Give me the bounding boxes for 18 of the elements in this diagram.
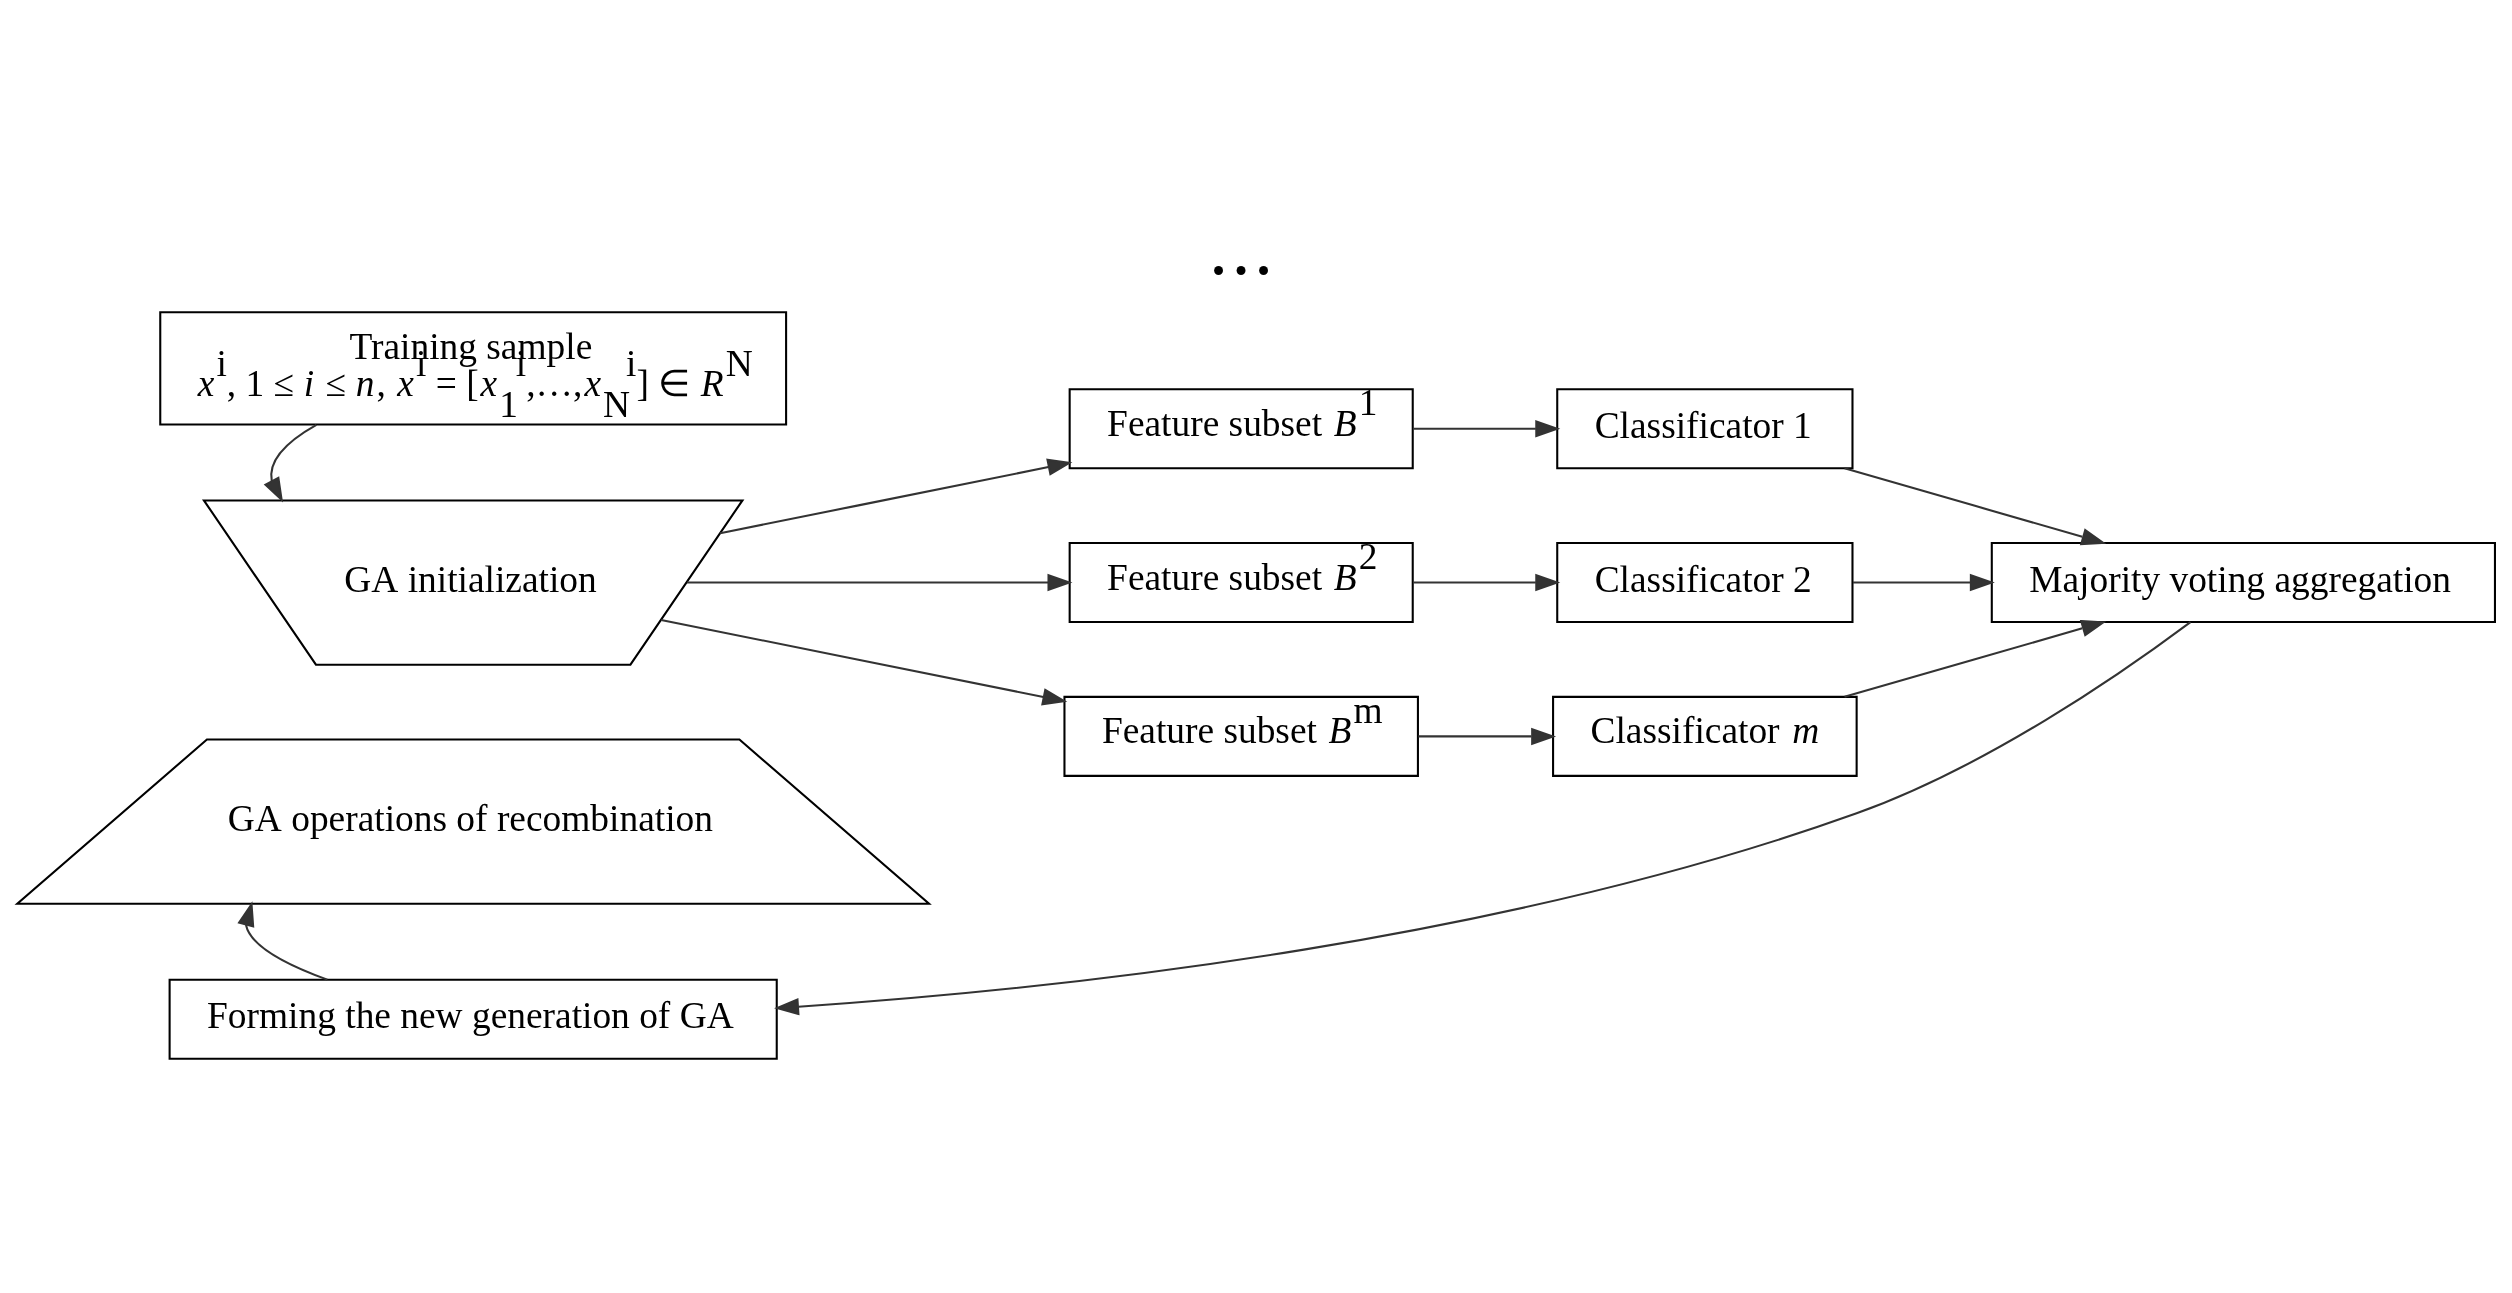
arrow xyxy=(1413,419,1561,437)
node-box: Classificator m xyxy=(1552,695,1858,777)
arrow xyxy=(1852,573,1995,591)
arrow xyxy=(687,573,1073,591)
arrow xyxy=(774,620,2192,1015)
arrow xyxy=(719,458,1073,534)
arrow xyxy=(1413,573,1561,591)
arrow xyxy=(1844,619,2107,698)
arrow xyxy=(263,423,317,502)
node-box: Classificator 2 xyxy=(1556,541,1854,623)
node-box: Classificator 1 xyxy=(1556,387,1854,469)
node-box: Majority voting aggregation xyxy=(1990,541,2496,623)
node-box: Forming the new generation of GA xyxy=(168,978,778,1060)
arrow xyxy=(660,618,1068,705)
arrow xyxy=(1844,466,2107,545)
arrow xyxy=(1418,727,1557,745)
arrow xyxy=(237,900,328,981)
label: • • • xyxy=(1212,250,1271,292)
